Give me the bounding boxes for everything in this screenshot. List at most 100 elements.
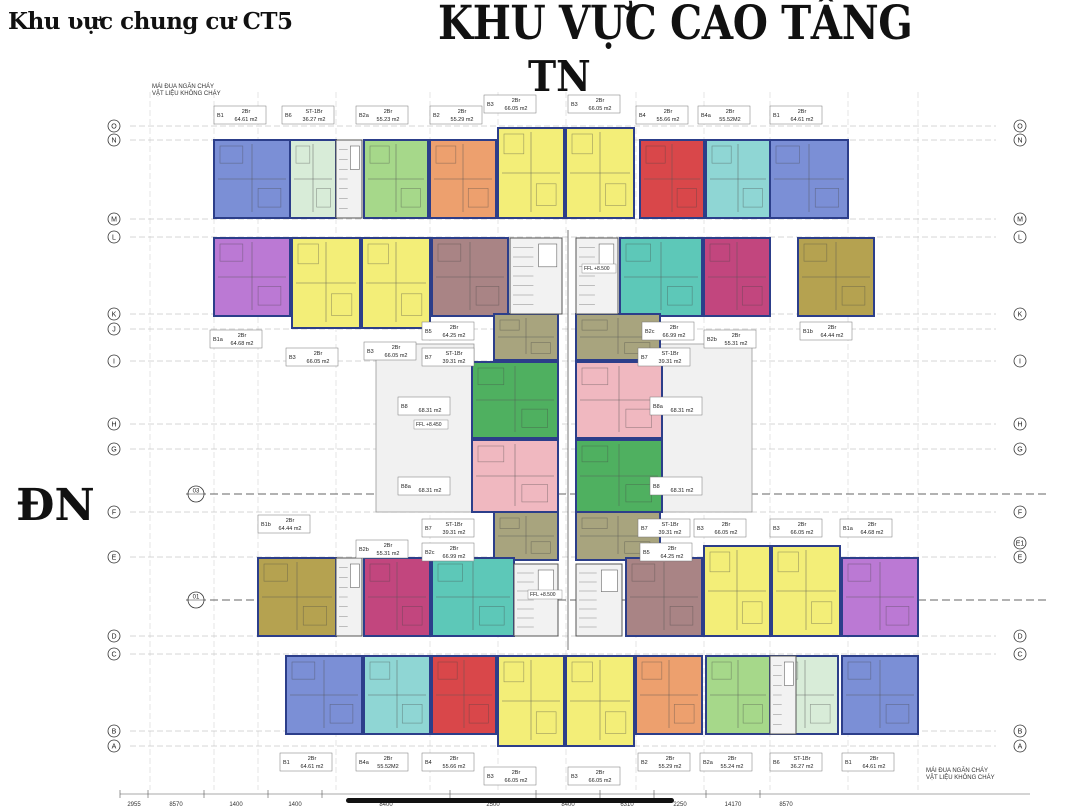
unit-b2c	[431, 557, 515, 637]
unit-type: 2Br	[242, 109, 251, 115]
unit-room	[814, 188, 839, 208]
axis-bubble: M	[107, 212, 121, 226]
unit-label-box	[769, 752, 823, 772]
unit-room	[625, 408, 652, 428]
unit-label-box	[769, 518, 823, 538]
axis-label: I	[1019, 359, 1021, 366]
unit-room	[435, 145, 457, 164]
unit-code: B6	[773, 760, 780, 766]
unit-code: B2	[433, 113, 440, 119]
unit-room	[641, 661, 663, 680]
axis-circle	[107, 647, 121, 661]
unit-b1a	[841, 557, 919, 637]
unit-label-box	[257, 514, 311, 534]
unit-area: 66.05 m2	[505, 778, 528, 784]
unit-type: 2Br	[384, 543, 393, 549]
unit-code: B1a	[843, 526, 854, 532]
unit-room	[503, 133, 525, 155]
axis-bubble: D	[1013, 629, 1027, 643]
unit-area: 55.31 m2	[377, 551, 400, 557]
axis-label: E1	[1016, 541, 1025, 548]
unit-room	[742, 188, 763, 208]
axis-circle	[1013, 629, 1027, 643]
axis-bubble: K	[1013, 307, 1027, 321]
unit-room	[581, 445, 609, 463]
axis-label: C	[1017, 652, 1022, 659]
unit-code: B1	[845, 760, 852, 766]
unit-code: B4a	[359, 760, 370, 766]
dimension-value: 2955	[127, 802, 141, 808]
stair-core	[335, 557, 363, 637]
axis-bubble: K	[107, 307, 121, 321]
unit-code: B3	[571, 774, 578, 780]
unit-room	[709, 551, 731, 573]
axis-circle	[107, 212, 121, 226]
axis-circle	[107, 629, 121, 643]
unit-room	[581, 319, 608, 331]
stair-core	[769, 655, 797, 735]
unit-room	[631, 563, 656, 582]
axis-label: D	[111, 634, 116, 641]
unit-b1	[285, 655, 363, 735]
axis-label: J	[112, 327, 116, 334]
unit-area: 39.31 m2	[443, 530, 466, 536]
ffl-box	[413, 419, 449, 430]
unit-area: 39.31 m2	[659, 359, 682, 365]
axis-circle	[1013, 133, 1027, 147]
unit-type: 2Br	[664, 109, 673, 115]
unit-label-box	[279, 752, 333, 772]
axis-label: L	[112, 235, 116, 242]
axis-circle	[107, 230, 121, 244]
unit-label-box	[649, 476, 703, 496]
ffl-box	[581, 263, 617, 274]
dimension-value: 8570	[779, 802, 793, 808]
elevator	[783, 661, 794, 686]
unit-room	[581, 517, 608, 529]
unit-b1	[769, 139, 849, 219]
scrollbar[interactable]	[346, 798, 674, 803]
unit-label-box	[637, 347, 691, 367]
axis-bubble: L	[107, 230, 121, 244]
elevator	[598, 243, 615, 268]
dimension-value: 6310	[620, 802, 634, 808]
unit-label-box	[429, 105, 483, 125]
note-line: VẬT LIỆU KHÔNG CHÁY	[926, 775, 995, 781]
axis-circle	[1013, 212, 1027, 226]
unit-type: 2Br	[728, 756, 737, 762]
unit-b2	[635, 655, 703, 735]
unit-code: B1a	[213, 337, 224, 343]
unit-code: B1	[773, 113, 780, 119]
unit-type: ST-1Br	[661, 351, 678, 357]
unit-b5	[625, 557, 703, 637]
unit-code: B1b	[803, 329, 813, 335]
unit-room	[709, 243, 731, 262]
unit-label-box	[421, 752, 475, 772]
fire-canopy-note-top: MÁI ĐUA NGĂN CHÁY VẬT LIỆU KHÔNG CHÁY	[152, 84, 221, 98]
axis-bubble: M	[1013, 212, 1027, 226]
note-line: MÁI ĐUA NGĂN CHÁY	[152, 84, 215, 90]
unit-room	[257, 286, 282, 306]
unit-area: 55.66 m2	[443, 764, 466, 770]
unit-b3	[703, 545, 771, 637]
axis-circle	[107, 505, 121, 519]
axis-circle	[107, 550, 121, 564]
unit-type: 2Br	[732, 333, 741, 339]
unit-code: B2	[641, 760, 648, 766]
unit-b3	[497, 127, 565, 219]
axis-label: K	[1018, 312, 1023, 319]
unit-b3	[565, 655, 635, 747]
unit-room	[741, 286, 763, 306]
unit-area: 64.61 m2	[301, 764, 324, 770]
